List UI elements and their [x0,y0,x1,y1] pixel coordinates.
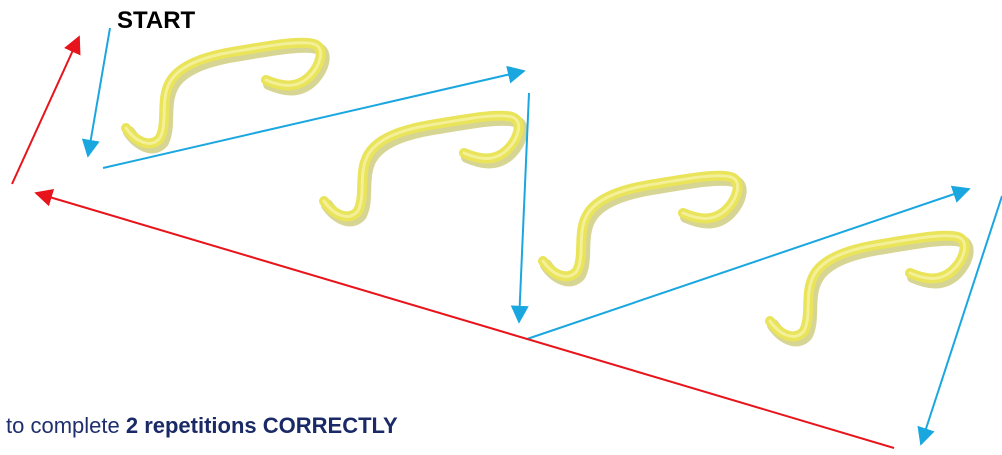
path-arrow-blue [510,92,530,324]
mini-hurdle-icon [324,116,522,221]
path-arrow-blue [917,195,1002,446]
instruction-emphasis: 2 repetitions CORRECTLY [125,413,398,438]
path-arrow-blue [81,27,111,158]
mini-hurdle-icon [126,43,324,148]
instruction-text: l to complete 2 repetitions CORRECTLY [0,413,398,439]
instruction-prefix: l to complete [0,413,126,438]
mini-hurdle-icon [770,236,968,341]
path-arrow-blue [102,65,526,169]
path-arrow-red [11,35,81,185]
path-arrow-blue [526,185,971,340]
start-label: START [117,7,196,34]
mini-hurdle-icon [543,176,741,281]
path-arrow-red [34,188,895,449]
